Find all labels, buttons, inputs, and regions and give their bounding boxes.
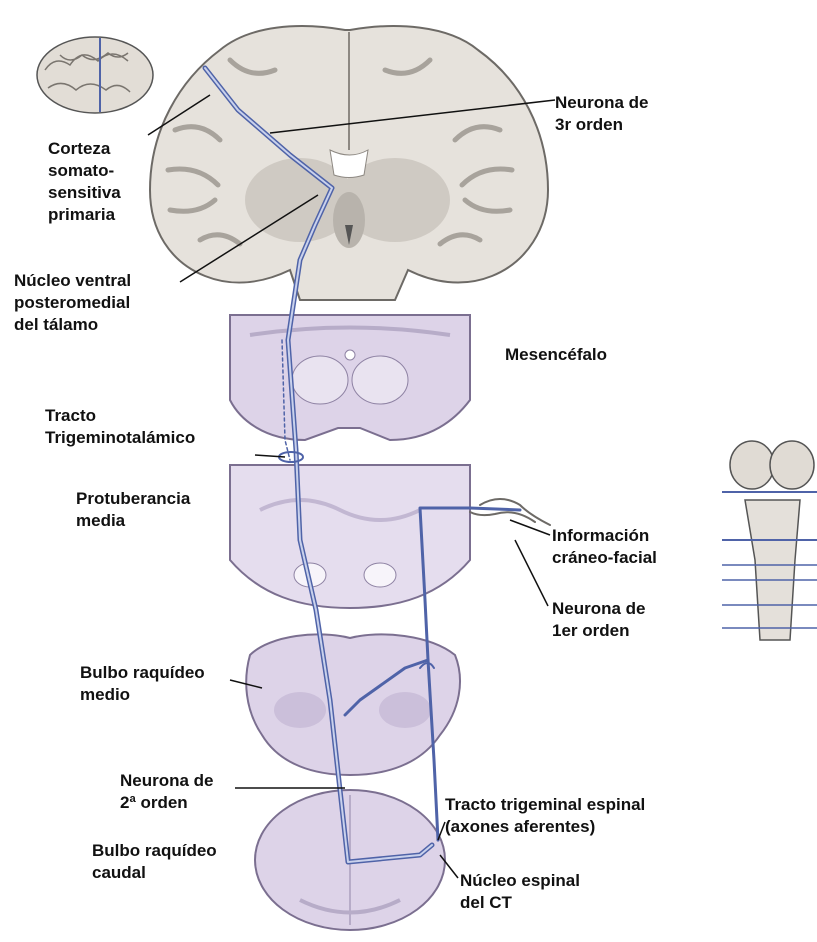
brainstem-thumbnail <box>722 441 817 640</box>
label-bulbo-raquideo-medio: Bulbo raquídeo medio <box>80 662 205 706</box>
label-corteza-somatosensitiva: Corteza somato- sensitiva primaria <box>48 138 121 226</box>
pons-section <box>230 465 470 608</box>
label-tracto-trigeminal-espinal: Tracto trigeminal espinal (axones aferen… <box>445 794 645 838</box>
mesencephalon-section <box>230 315 470 440</box>
label-informacion-craneofacial: Información cráneo-facial <box>552 525 657 569</box>
coronal-brain-section <box>150 26 548 300</box>
label-neurona-3r-orden: Neurona de 3r orden <box>555 92 649 136</box>
brain-lateral-thumbnail <box>37 37 153 113</box>
label-bulbo-raquideo-caudal: Bulbo raquídeo caudal <box>92 840 217 884</box>
label-tracto-trigeminotalamico: Tracto Trigeminotalámico <box>45 405 195 449</box>
label-nucleo-vpm-talamo: Núcleo ventral posteromedial del tálamo <box>14 270 131 336</box>
label-neurona-2-orden: Neurona de 2ª orden <box>120 770 214 814</box>
label-protuberancia-media: Protuberancia media <box>76 488 190 532</box>
label-neurona-1er-orden: Neurona de 1er orden <box>552 598 646 642</box>
label-nucleo-espinal-ct: Núcleo espinal del CT <box>460 870 580 914</box>
label-mesencefalo: Mesencéfalo <box>505 344 607 366</box>
